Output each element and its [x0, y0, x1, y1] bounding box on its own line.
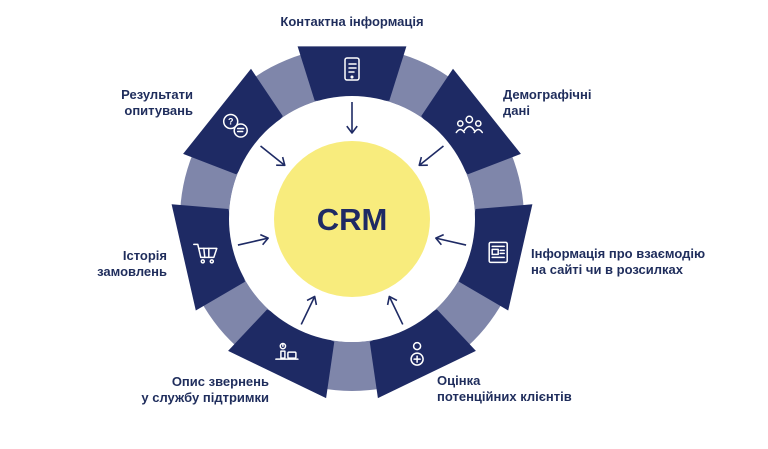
- label-demographics: Демографічні дані: [503, 87, 592, 118]
- svg-text:?: ?: [228, 117, 234, 127]
- support-desk-icon: [275, 342, 299, 360]
- label-contact-info: Контактна інформація: [280, 14, 424, 29]
- inward-arrow: [418, 145, 444, 167]
- crm-center-circle: [274, 141, 430, 297]
- label-survey-results: Результати опитувань: [121, 87, 193, 118]
- label-interaction-info: Інформація про взаємодію на сайті чи в р…: [531, 246, 706, 277]
- crm-center-label: CRM: [317, 202, 388, 237]
- label-order-history: Історія замовлень: [97, 248, 167, 279]
- people-icon: [455, 115, 484, 134]
- inward-arrow: [386, 295, 404, 325]
- inward-arrow: [237, 233, 269, 246]
- label-support-tickets: Опис звернень у службу підтримки: [141, 374, 269, 405]
- ring-segment: [183, 68, 283, 175]
- inward-arrow: [260, 145, 286, 167]
- segment-icons: ?: [193, 57, 508, 366]
- ring-segment: [297, 46, 407, 101]
- ring-segments: [171, 46, 533, 399]
- phone-icon: [344, 57, 360, 81]
- label-lead-scoring: Оцінка потенційних клієнтів: [437, 373, 572, 404]
- inward-arrow: [435, 233, 467, 246]
- newsletter-icon: [488, 241, 508, 264]
- inward-arrow: [300, 295, 318, 325]
- inward-arrow: [346, 102, 358, 134]
- shopping-cart-icon: [193, 243, 218, 264]
- user-plus-icon: [410, 341, 424, 366]
- survey-bubbles-icon: ?: [222, 113, 248, 138]
- arrows: [237, 102, 467, 325]
